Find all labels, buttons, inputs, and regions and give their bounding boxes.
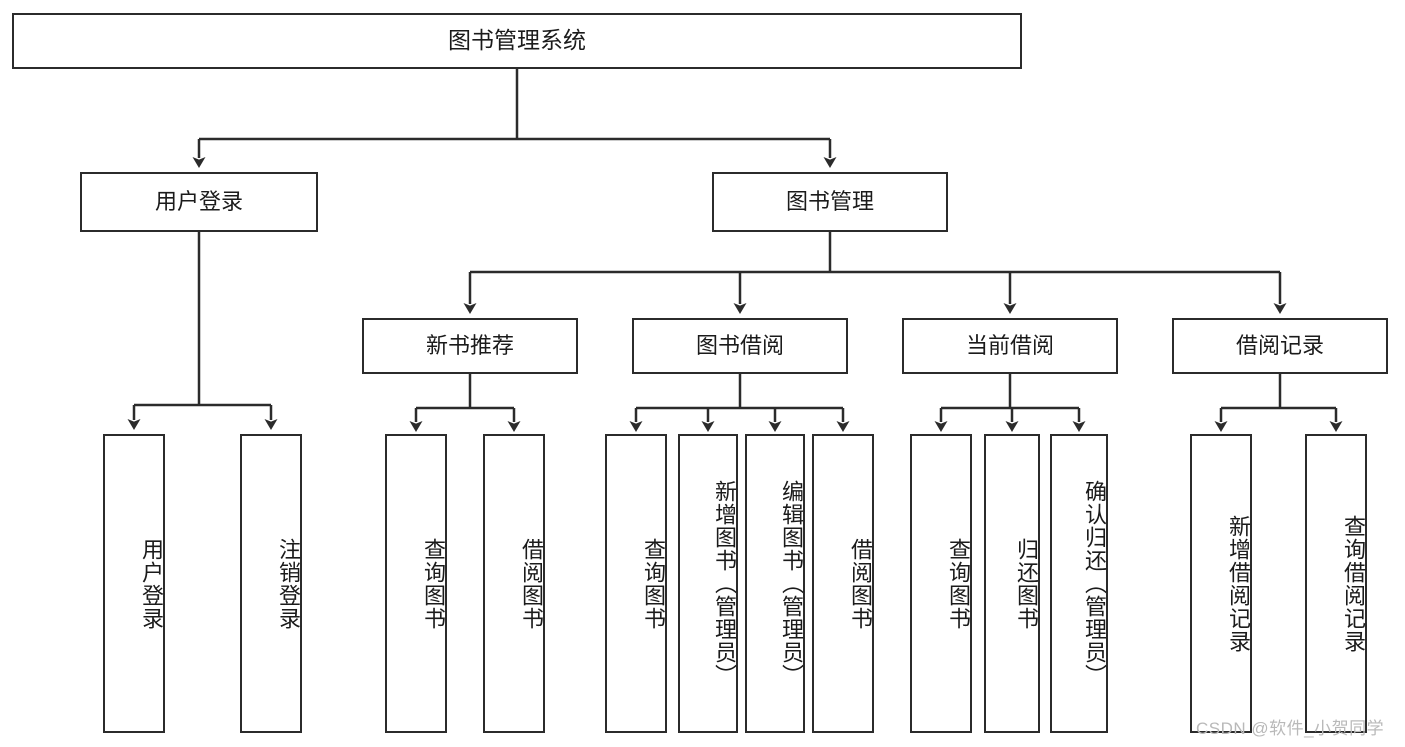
node-label: 图书管理系统 (448, 27, 586, 54)
node-book-manage[interactable]: 图书管理 (712, 172, 948, 232)
node-label: 当前借阅 (965, 332, 1054, 358)
csdn-watermark: CSDN @软件_小贺同学 (1196, 719, 1385, 738)
node-label: 用户登录 (139, 537, 164, 630)
node-label: 新增借阅记录 (1226, 514, 1251, 653)
node-label: 借阅图书 (519, 537, 544, 630)
node-leaf-query-book-recommend[interactable]: 查询图书 (385, 434, 447, 733)
node-leaf-return-book[interactable]: 归还图书 (984, 434, 1040, 733)
node-label: 图书管理 (785, 188, 874, 214)
node-label: 注销登录 (276, 537, 301, 630)
node-leaf-query-book-current[interactable]: 查询图书 (910, 434, 972, 733)
node-label: 图书借阅 (695, 332, 784, 358)
node-leaf-add-borrow-record[interactable]: 新增借阅记录 (1190, 434, 1252, 733)
node-leaf-confirm-return-admin[interactable]: 确认归还（管理员） (1050, 434, 1108, 733)
node-book-borrow[interactable]: 图书借阅 (632, 318, 848, 374)
node-leaf-user-logout[interactable]: 注销登录 (240, 434, 302, 733)
node-label: 查询借阅记录 (1341, 514, 1366, 653)
node-label: 新书推荐 (425, 332, 514, 358)
node-label: 编辑图书（管理员） (779, 480, 804, 687)
node-leaf-query-book-borrow[interactable]: 查询图书 (605, 434, 667, 733)
node-label: 用户登录 (154, 188, 243, 214)
node-label: 查询图书 (946, 537, 971, 630)
node-borrow-record[interactable]: 借阅记录 (1172, 318, 1388, 374)
node-label: 新增图书（管理员） (712, 480, 737, 687)
node-label: 确认归还（管理员） (1082, 480, 1107, 687)
node-root-system[interactable]: 图书管理系统 (12, 13, 1022, 69)
node-leaf-add-book-admin[interactable]: 新增图书（管理员） (678, 434, 738, 733)
node-label: 查询图书 (421, 537, 446, 630)
node-new-book-recommend[interactable]: 新书推荐 (362, 318, 578, 374)
node-leaf-borrow-book-recommend[interactable]: 借阅图书 (483, 434, 545, 733)
node-leaf-query-borrow-record[interactable]: 查询借阅记录 (1305, 434, 1367, 733)
node-leaf-user-login[interactable]: 用户登录 (103, 434, 165, 733)
node-label: 归还图书 (1014, 537, 1039, 630)
node-current-borrow[interactable]: 当前借阅 (902, 318, 1118, 374)
node-label: 借阅图书 (848, 537, 873, 630)
node-leaf-borrow-book[interactable]: 借阅图书 (812, 434, 874, 733)
node-leaf-edit-book-admin[interactable]: 编辑图书（管理员） (745, 434, 805, 733)
node-user-login[interactable]: 用户登录 (80, 172, 318, 232)
node-label: 借阅记录 (1235, 332, 1324, 358)
node-label: 查询图书 (641, 537, 666, 630)
